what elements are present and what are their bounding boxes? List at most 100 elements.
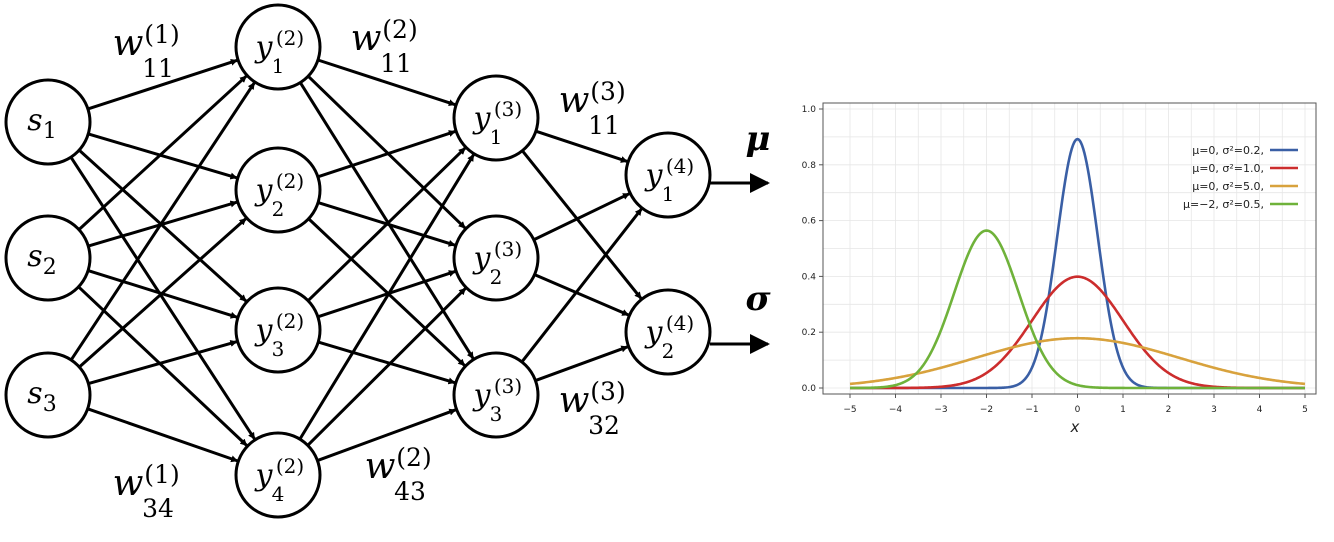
node-label-sub: 1 (662, 182, 675, 206)
node-y23: y(2) 3 (234, 286, 322, 374)
x-tick-label: −5 (843, 405, 856, 415)
edge-y23-y31 (307, 146, 467, 302)
y-tick-label: 1.0 (802, 105, 817, 115)
node-label-sup: (3) (494, 97, 522, 121)
edge-y31-y41 (535, 129, 628, 163)
edge-y32-y42 (533, 273, 630, 317)
node-label-sub: 2 (272, 197, 285, 221)
network-outputs: μσ (710, 119, 771, 354)
x-tick-label: −4 (889, 405, 903, 415)
x-tick-label: 4 (1257, 405, 1263, 415)
node-label-sub: 2 (662, 339, 675, 363)
edge-y31-y42 (521, 149, 643, 300)
node-label-sub: 1 (43, 119, 57, 144)
node-circle (234, 431, 322, 519)
weight-sup: (2) (396, 443, 431, 472)
node-label-base: y (254, 313, 274, 348)
node-circle (234, 3, 322, 91)
network-nodes: s1s2s3y(2)1y(2)2y(2)3y(2)4y(3)1y(3)2y(3)… (4, 3, 712, 519)
weight-base: w (365, 446, 396, 487)
y-tick-label: 0.8 (802, 161, 817, 171)
series-line-3 (849, 229, 1306, 390)
node-circle (4, 78, 92, 166)
edge-y24-y31 (298, 153, 475, 440)
node-circle (234, 286, 322, 374)
node-s3: s3 (4, 351, 92, 439)
edge-s3-y24 (87, 407, 239, 463)
edge-s1-y21 (87, 58, 238, 111)
edge-s1-y24 (69, 156, 256, 440)
node-label-sub: 3 (272, 337, 285, 361)
edge-s3-y21 (69, 82, 256, 361)
node-label-sup: (4) (666, 154, 694, 178)
node-label-sub: 2 (490, 265, 503, 289)
node-label-s3: s3 (27, 376, 56, 417)
node-circle (452, 74, 540, 162)
node-label-base: y (254, 458, 274, 493)
weight-sub: 32 (588, 411, 620, 440)
node-label-base: y (644, 158, 664, 193)
weight-sub: 11 (588, 111, 620, 140)
edge-s2-y24 (77, 285, 248, 447)
node-circle (234, 146, 322, 234)
y-tick-label: 0.6 (802, 217, 817, 227)
edge-y22-y31 (317, 130, 456, 179)
node-label-base: y (644, 315, 664, 350)
legend-entry-0: μ=0, σ²=0.2, (1192, 144, 1264, 157)
node-label-sup: (4) (666, 311, 694, 335)
output-label: μ (746, 119, 771, 159)
node-circle (624, 288, 712, 376)
x-tick-label: 1 (1120, 405, 1126, 415)
output-sigma: σ (710, 279, 771, 354)
node-label-base: s (27, 103, 42, 138)
edge-y22-y33 (307, 217, 466, 367)
node-circle (624, 131, 712, 219)
node-label-sup: (3) (494, 237, 522, 261)
weight-w2_43: w(2) 43 (365, 443, 432, 506)
weight-sub: 11 (380, 49, 412, 78)
x-axis-label: x (1070, 418, 1080, 436)
chart-legend: μ=0, σ²=0.2,μ=0, σ²=1.0,μ=0, σ²=5.0,μ=−2… (1183, 144, 1298, 211)
edge-y21-y33 (299, 81, 475, 360)
node-label-sub: 2 (43, 255, 57, 280)
edge-y24-y32 (306, 287, 467, 447)
node-label-base: s (27, 376, 42, 411)
legend-entry-1: μ=0, σ²=1.0, (1192, 162, 1264, 175)
weight-sup: (3) (590, 77, 625, 106)
weight-base: w (351, 18, 382, 59)
output-label: σ (745, 279, 771, 319)
weight-base: w (559, 80, 590, 121)
weight-labels: w(1)11w(1)34w(2)11w(2)43w(3)11w(3)32 (113, 15, 626, 523)
weight-base: w (559, 380, 590, 421)
weight-sub: 34 (142, 494, 174, 523)
edge-y23-y32 (317, 270, 456, 319)
x-tick-label: −2 (980, 405, 993, 415)
weight-w3_11: w(3) 11 (559, 77, 626, 140)
node-label-sup: (2) (276, 309, 304, 333)
node-circle (452, 214, 540, 302)
edge-s3-y23 (88, 340, 238, 386)
node-label-sup: (2) (276, 26, 304, 50)
node-s2: s2 (4, 214, 92, 302)
weight-sub: 11 (142, 54, 174, 83)
x-tick-label: 2 (1166, 405, 1172, 415)
plot-frame (822, 102, 1317, 395)
edge-y21-y31 (317, 58, 456, 107)
node-label-sup: (3) (494, 374, 522, 398)
edge-y23-y33 (317, 340, 456, 385)
node-circle (4, 351, 92, 439)
weight-sup: (2) (382, 15, 417, 44)
node-label-base: y (472, 101, 492, 136)
node-label-base: y (472, 378, 492, 413)
node-label-base: s (27, 239, 42, 274)
y-tick-label: 0.2 (802, 328, 816, 338)
node-y22: y(2)2 (234, 146, 322, 234)
chart-series (849, 137, 1306, 390)
edge-y33-y41 (520, 207, 643, 363)
weight-sup: (1) (144, 460, 179, 489)
weight-sub: 43 (394, 477, 426, 506)
weight-base: w (113, 463, 144, 504)
x-tick-label: −1 (1025, 405, 1038, 415)
